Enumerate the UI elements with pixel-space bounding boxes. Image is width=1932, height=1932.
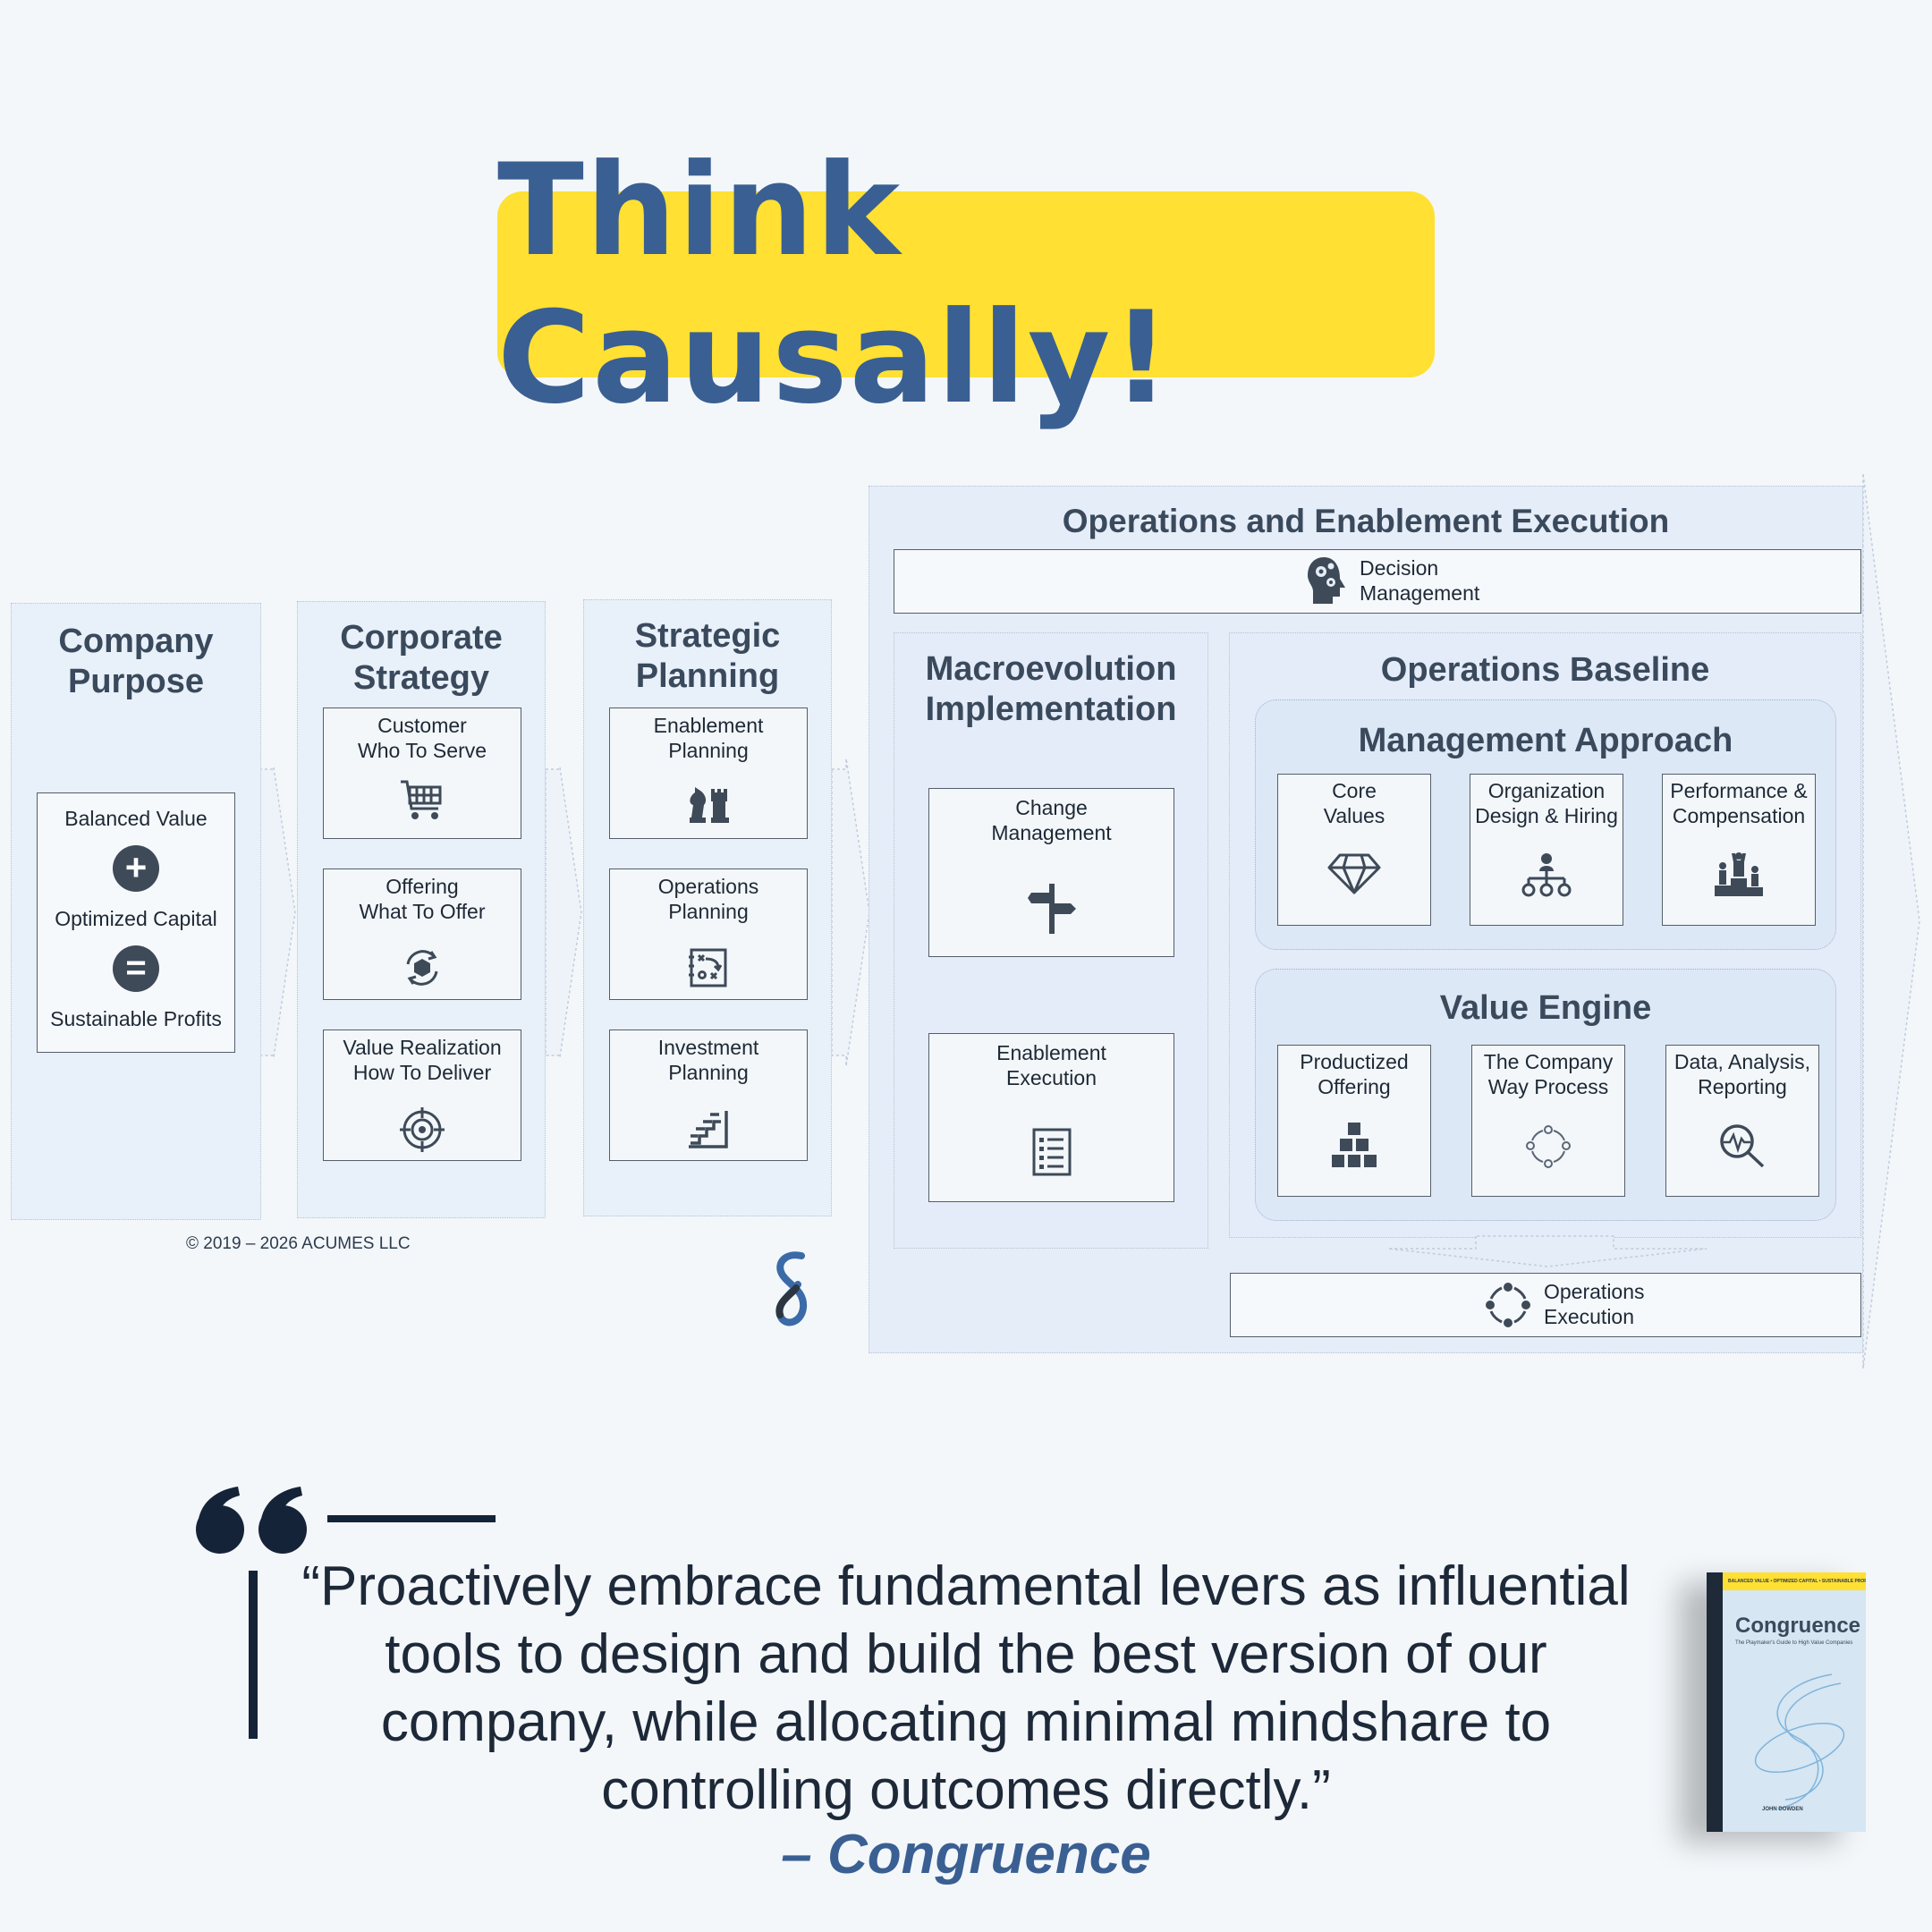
signpost-icon [1027, 884, 1076, 934]
planning-title-1: Strategic [634, 617, 781, 655]
card-line-1: Operations [657, 875, 759, 898]
planning-title-2: Planning [635, 657, 780, 695]
card-line-2: Compensation [1672, 804, 1806, 827]
card-line-2: Who To Serve [357, 739, 487, 762]
card-line-1: Performance & [1670, 779, 1808, 802]
optimized-capital-label: Optimized Capital [55, 907, 217, 930]
data-analysis-card: Data, Analysis,Reporting [1665, 1045, 1819, 1197]
management-title: Management Approach [1358, 722, 1733, 759]
purpose-title-1: Company [58, 623, 214, 660]
book-subtitle: The Playmaker's Guide to High Value Comp… [1735, 1640, 1853, 1646]
book-swirl-art [1754, 1674, 1845, 1809]
ops-exec-line-1: Operations [1544, 1280, 1645, 1303]
card-line-1: Investment [657, 1036, 759, 1059]
plus-operator: + [113, 845, 159, 892]
card-line-2: Planning [668, 739, 749, 762]
value-engine-title: Value Engine [1439, 989, 1652, 1027]
diamond-icon [1327, 853, 1381, 894]
org-chart-icon [1521, 853, 1572, 897]
card-line-1: Data, Analysis, [1674, 1050, 1811, 1073]
card-line-2: How To Deliver [352, 1061, 492, 1084]
card-line-2: Management [991, 821, 1112, 844]
ops-exec-line-2: Execution [1544, 1305, 1635, 1328]
shopping-cart-icon [401, 780, 442, 819]
card-line-2: Reporting [1698, 1075, 1787, 1098]
quote-attribution: – Congruence [781, 1824, 1151, 1885]
card-line-2: Planning [668, 900, 749, 923]
decision-line-2: Management [1360, 581, 1480, 605]
flow-arrows [258, 474, 1920, 1368]
card-line-2: Way Process [1487, 1075, 1609, 1098]
macro-title-1: Macroevolution [925, 650, 1177, 688]
card-line-1: Organization [1487, 779, 1606, 802]
card-line-1: Enablement [996, 1041, 1106, 1064]
cycle-icon [1526, 1125, 1571, 1168]
decision-management-bar: Decision Management [894, 549, 1861, 614]
equals-operator: = [113, 945, 159, 992]
playbook-icon [689, 948, 727, 987]
card-line-2: What To Offer [359, 900, 486, 923]
decision-line-1: Decision [1360, 556, 1439, 580]
target-icon [400, 1107, 445, 1152]
book-cover: BALANCED VALUE • OPTIMIZED CAPITAL • SUS… [1707, 1572, 1866, 1832]
purpose-equation-card: Balanced Value + Optimized Capital = Sus… [37, 792, 235, 1053]
quote-text: “Proactively embrace fundamental levers … [301, 1555, 1631, 1821]
baseline-title: Operations Baseline [1380, 651, 1710, 689]
down-arrow [1387, 1235, 1707, 1267]
operations-execution-bar: Operations Execution [1230, 1273, 1861, 1337]
card-line-2: Offering [1318, 1075, 1391, 1098]
performance-compensation-card: Performance &Compensation [1662, 774, 1816, 926]
chess-icon [690, 787, 729, 823]
card-line-1: Enablement [653, 714, 764, 737]
book-spine [1707, 1572, 1723, 1832]
card-line-2: Design & Hiring [1475, 804, 1618, 827]
cube-cycle-icon [406, 950, 438, 986]
strategy-title-1: Corporate [340, 619, 503, 657]
book-tagline: BALANCED VALUE • OPTIMIZED CAPITAL • SUS… [1728, 1579, 1866, 1584]
strategy-title-2: Strategy [352, 659, 490, 697]
head-gears-icon [1308, 557, 1345, 604]
card-line-1: Value Realization [343, 1036, 502, 1059]
sustainable-profits-label: Sustainable Profits [50, 1007, 222, 1030]
podium-icon [1715, 852, 1763, 896]
card-line-2: Values [1323, 804, 1385, 827]
stairs-icon [689, 1111, 728, 1148]
balanced-value-label: Balanced Value [64, 807, 208, 830]
card-line-2: Execution [1005, 1066, 1097, 1089]
page-title: Think Causally! [497, 137, 1173, 432]
acumes-logo [775, 1251, 808, 1326]
card-line-1: Change [1015, 796, 1088, 819]
checklist-icon [1032, 1128, 1071, 1176]
card-line-1: Core [1332, 779, 1377, 802]
book-author: JOHN DOWDEN [1762, 1807, 1803, 1812]
purpose-title-2: Purpose [67, 663, 205, 700]
quote-bar [249, 1571, 258, 1739]
boxes-icon [1332, 1123, 1377, 1167]
macro-title-2: Implementation [925, 691, 1177, 728]
book-title: Congruence [1735, 1614, 1861, 1638]
card-line-1: Offering [386, 875, 459, 898]
card-line-2: Planning [668, 1061, 749, 1084]
card-line-1: The Company [1483, 1050, 1614, 1073]
quote-mark-icon [196, 1487, 496, 1554]
card-line-1: Customer [377, 714, 467, 737]
cycle-dots-icon [1486, 1283, 1530, 1327]
magnifier-pulse-icon [1720, 1124, 1765, 1168]
card-line-1: Productized [1300, 1050, 1409, 1073]
copyright: © 2019 – 2026 ACUMES LLC [186, 1234, 411, 1253]
title-banner: Think Causally! [497, 137, 1435, 432]
execution-title: Operations and Enablement Execution [1062, 503, 1670, 539]
